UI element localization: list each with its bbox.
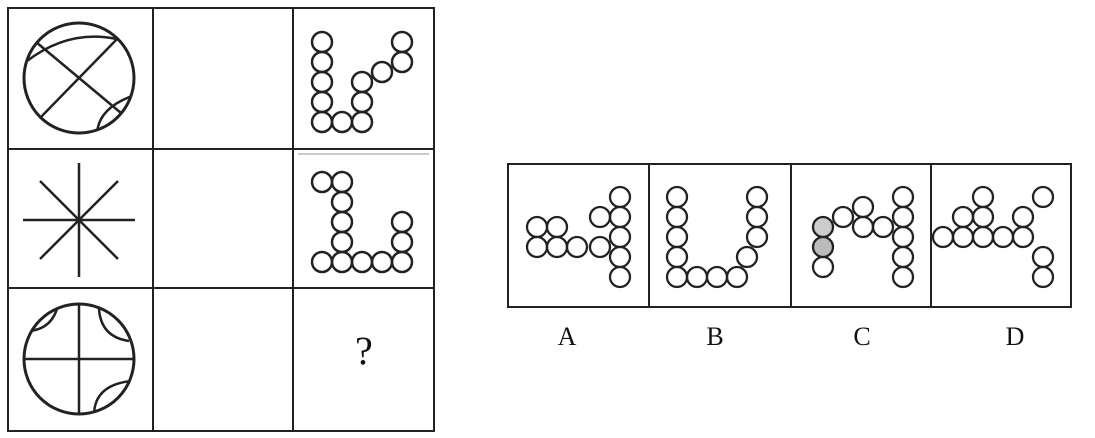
row3-middle-cell [154, 289, 292, 430]
grid-divider [292, 9, 294, 430]
option-a-label: A [557, 322, 577, 351]
answer-options [507, 163, 1072, 308]
row2-middle-cell [154, 150, 292, 287]
circle-with-cross-and-arcs-icon [22, 302, 136, 416]
row3-left-cell [9, 289, 152, 430]
question-mark: ¿ [354, 337, 373, 382]
circle-pattern-1 [310, 30, 414, 134]
option-b-label: B [706, 322, 724, 351]
option-c-figure [811, 185, 915, 289]
option-a-figure [525, 185, 632, 289]
row1-left-cell [9, 9, 152, 148]
grid-divider [9, 148, 433, 150]
row1-middle-cell [154, 9, 292, 148]
row1-right-cell [294, 9, 433, 148]
circle-pattern-2 [298, 153, 429, 274]
option-d-figure [931, 185, 1055, 289]
grid-divider [9, 287, 433, 289]
options-drawing [525, 165, 1055, 306]
row3-right-cell: ¿ [294, 289, 433, 430]
circle-with-arcs-and-diagonal-icon [22, 21, 136, 135]
eight-ray-star-icon [23, 163, 135, 277]
grid-divider [152, 9, 154, 430]
puzzle-matrix: ¿ [7, 7, 435, 432]
row2-right-cell [294, 150, 433, 287]
option-c-label: C [853, 322, 871, 351]
option-d-label: D [1005, 322, 1025, 351]
option-b-figure [665, 185, 769, 289]
row2-left-cell [9, 150, 152, 287]
